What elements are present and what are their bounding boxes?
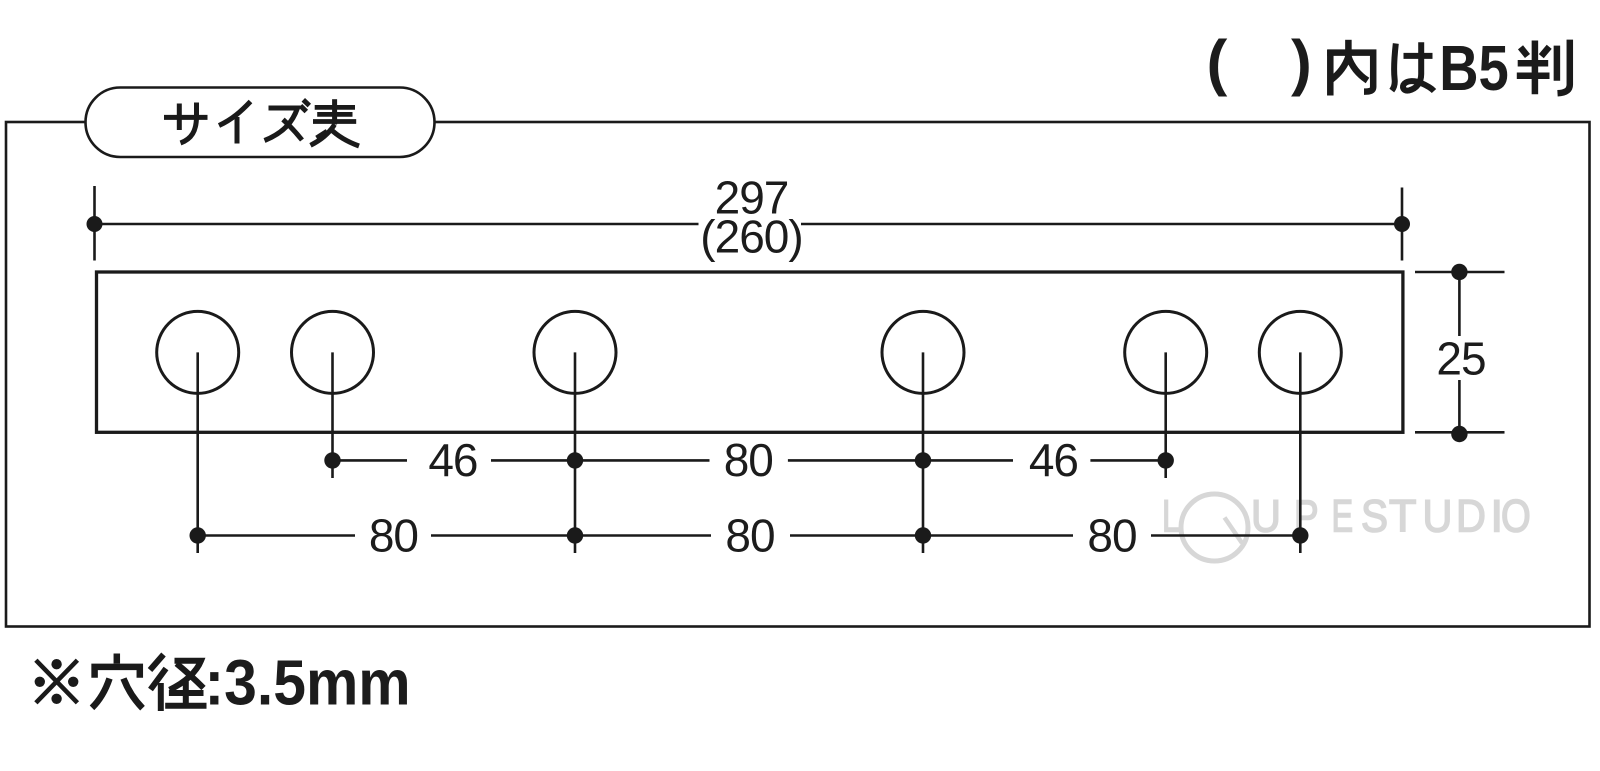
svg-text:B5: B5 xyxy=(1439,32,1509,104)
svg-text:S: S xyxy=(1361,492,1388,542)
svg-text:U: U xyxy=(1251,492,1281,542)
svg-text:I: I xyxy=(1491,491,1504,542)
svg-text:80: 80 xyxy=(369,510,418,562)
svg-text:L: L xyxy=(1162,492,1180,541)
svg-text:80: 80 xyxy=(724,434,773,486)
svg-text:(: ( xyxy=(1207,28,1228,98)
svg-text:T: T xyxy=(1389,491,1417,542)
svg-text:O: O xyxy=(1501,491,1531,542)
svg-text:U: U xyxy=(1423,492,1453,542)
svg-text:E: E xyxy=(1332,492,1354,541)
svg-text:80: 80 xyxy=(725,510,774,562)
svg-text:80: 80 xyxy=(1087,510,1136,562)
svg-text:46: 46 xyxy=(428,434,477,486)
svg-text:D: D xyxy=(1456,492,1486,542)
svg-text:297: 297 xyxy=(715,171,789,223)
svg-text::3.5mm: :3.5mm xyxy=(205,647,411,719)
svg-text:(260): (260) xyxy=(700,211,802,263)
svg-text:25: 25 xyxy=(1436,333,1485,385)
svg-text:46: 46 xyxy=(1029,434,1078,486)
svg-text:): ) xyxy=(1291,28,1312,98)
